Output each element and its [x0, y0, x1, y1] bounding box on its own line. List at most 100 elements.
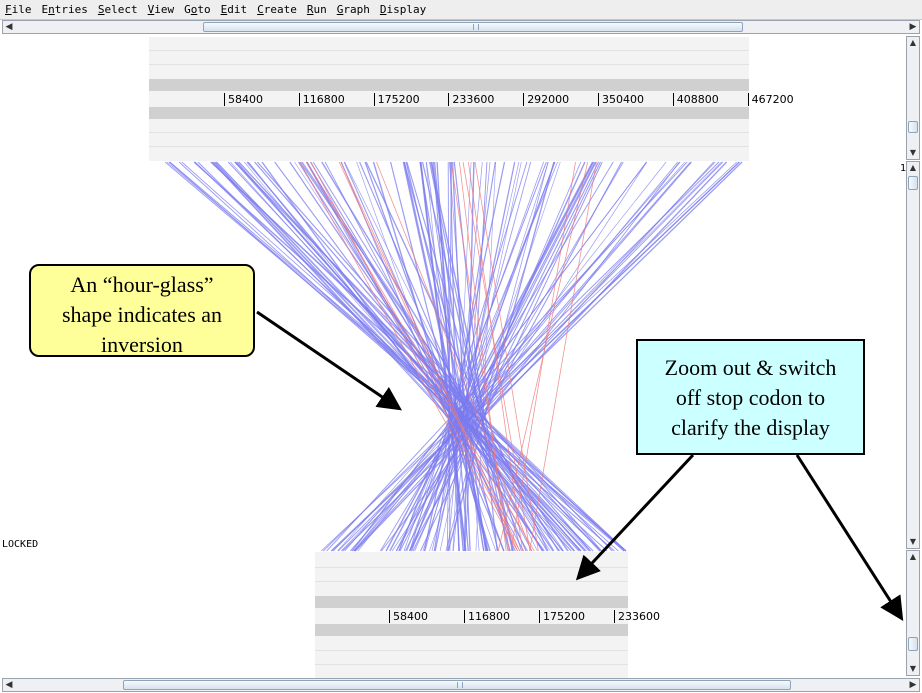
forward-match-line [414, 161, 582, 552]
forward-match-line [433, 161, 496, 552]
reverse-match-line [299, 161, 518, 552]
forward-match-line [294, 161, 551, 552]
scroll-left-icon[interactable]: ◀ [5, 22, 13, 32]
forward-match-line [452, 161, 472, 552]
bottom-vscroll-thumb[interactable] [908, 637, 918, 651]
forward-match-line [475, 161, 497, 552]
forward-match-line [194, 161, 602, 552]
forward-match-line [409, 161, 623, 552]
menu-item[interactable]: Edit [220, 3, 248, 16]
top-vscroll-thumb[interactable] [908, 121, 918, 133]
forward-match-line [429, 161, 509, 552]
menu-item[interactable]: Run [306, 3, 327, 16]
comparison-vscroll-thumb[interactable] [908, 176, 918, 190]
forward-match-line [445, 161, 549, 552]
menu-item[interactable]: Entries [41, 3, 88, 16]
bottom-vertical-scrollbar[interactable]: ▲ ▼ [906, 550, 920, 676]
forward-match-line [326, 161, 688, 552]
reverse-match-line [510, 161, 576, 552]
scroll-right-icon[interactable]: ▶ [909, 22, 917, 32]
comparison-vertical-scrollbar[interactable]: ▲ ▼ [906, 161, 920, 549]
forward-match-line [236, 161, 582, 552]
forward-match-line [344, 161, 538, 552]
reverse-match-line [474, 161, 539, 552]
forward-match-line [289, 161, 554, 552]
forward-match-line [402, 161, 488, 552]
bottom-forward-strand [315, 596, 628, 608]
menu-item[interactable]: File [5, 3, 32, 16]
forward-match-line [372, 161, 491, 552]
menu-item[interactable]: Create [257, 3, 297, 16]
top-vertical-scrollbar[interactable]: ▲ ▼ [906, 36, 920, 160]
forward-match-line [215, 161, 587, 552]
forward-match-line [423, 161, 506, 552]
forward-match-line [396, 161, 624, 552]
top-ruler-tick-label: 175200 [373, 93, 420, 106]
top-scrollbar-thumb[interactable] [203, 22, 743, 32]
forward-match-line [343, 161, 516, 552]
bottom-ruler-tick-label: 116800 [464, 610, 510, 623]
scroll-left-icon[interactable]: ◀ [5, 680, 13, 690]
scroll-up-icon[interactable]: ▲ [909, 163, 917, 172]
forward-match-line [406, 161, 522, 552]
forward-match-line [227, 161, 591, 552]
forward-match-line [234, 161, 586, 552]
scroll-right-icon[interactable]: ▶ [909, 680, 917, 690]
forward-match-line [403, 161, 511, 552]
forward-match-line [408, 161, 586, 552]
forward-match-line [364, 161, 505, 552]
forward-match-line [306, 161, 528, 552]
top-horizontal-scrollbar[interactable]: ◀ ▶ [2, 20, 920, 34]
forward-match-line [403, 161, 489, 552]
forward-match-line [432, 161, 464, 552]
forward-match-line [300, 161, 564, 552]
forward-match-line [305, 161, 525, 552]
reverse-match-line [497, 161, 589, 552]
menu-item[interactable]: Display [379, 3, 427, 16]
forward-match-line [254, 161, 591, 552]
forward-match-line [452, 161, 491, 552]
forward-match-line [447, 161, 451, 552]
scroll-down-icon[interactable]: ▼ [909, 148, 917, 157]
forward-match-line [256, 161, 603, 552]
forward-match-line [193, 161, 627, 552]
locked-label: LOCKED [2, 539, 39, 550]
menu-item[interactable]: Select [97, 3, 138, 16]
forward-match-line [406, 161, 556, 552]
scroll-up-icon[interactable]: ▲ [909, 38, 917, 47]
scroll-down-icon[interactable]: ▼ [909, 537, 917, 546]
top-ruler-tick-label: 408800 [672, 93, 719, 106]
forward-match-line [398, 161, 558, 552]
forward-match-line [451, 161, 471, 552]
forward-match-line [306, 161, 548, 552]
forward-match-line [447, 161, 483, 552]
forward-match-line [340, 161, 505, 552]
forward-match-line [244, 161, 564, 552]
top-ruler-tick-label: 350400 [598, 93, 644, 106]
forward-match-line [389, 161, 595, 552]
forward-match-line [246, 161, 576, 552]
bottom-scrollbar-thumb[interactable] [123, 680, 791, 690]
forward-match-line [210, 161, 627, 552]
top-ruler-tick-label: 292000 [523, 93, 569, 106]
reverse-match-line [338, 161, 519, 552]
menu-item[interactable]: View [147, 3, 175, 16]
forward-match-line [420, 161, 603, 552]
scroll-up-icon[interactable]: ▲ [909, 552, 917, 561]
forward-match-line [299, 161, 569, 552]
forward-match-line [410, 161, 556, 552]
forward-match-line [463, 161, 475, 552]
forward-match-line [464, 161, 488, 552]
forward-match-line [419, 161, 485, 552]
forward-match-line [234, 161, 613, 552]
forward-match-line [380, 161, 614, 552]
bottom-horizontal-scrollbar[interactable]: ◀ ▶ [2, 678, 920, 692]
reverse-match-line [529, 161, 597, 552]
forward-match-line [216, 161, 590, 552]
menu-item[interactable]: Goto [184, 3, 211, 16]
scroll-down-icon[interactable]: ▼ [909, 664, 917, 673]
forward-match-line [214, 161, 582, 552]
menu-item[interactable]: Graph [336, 3, 370, 16]
forward-match-line [395, 161, 596, 552]
forward-match-line [433, 161, 469, 552]
